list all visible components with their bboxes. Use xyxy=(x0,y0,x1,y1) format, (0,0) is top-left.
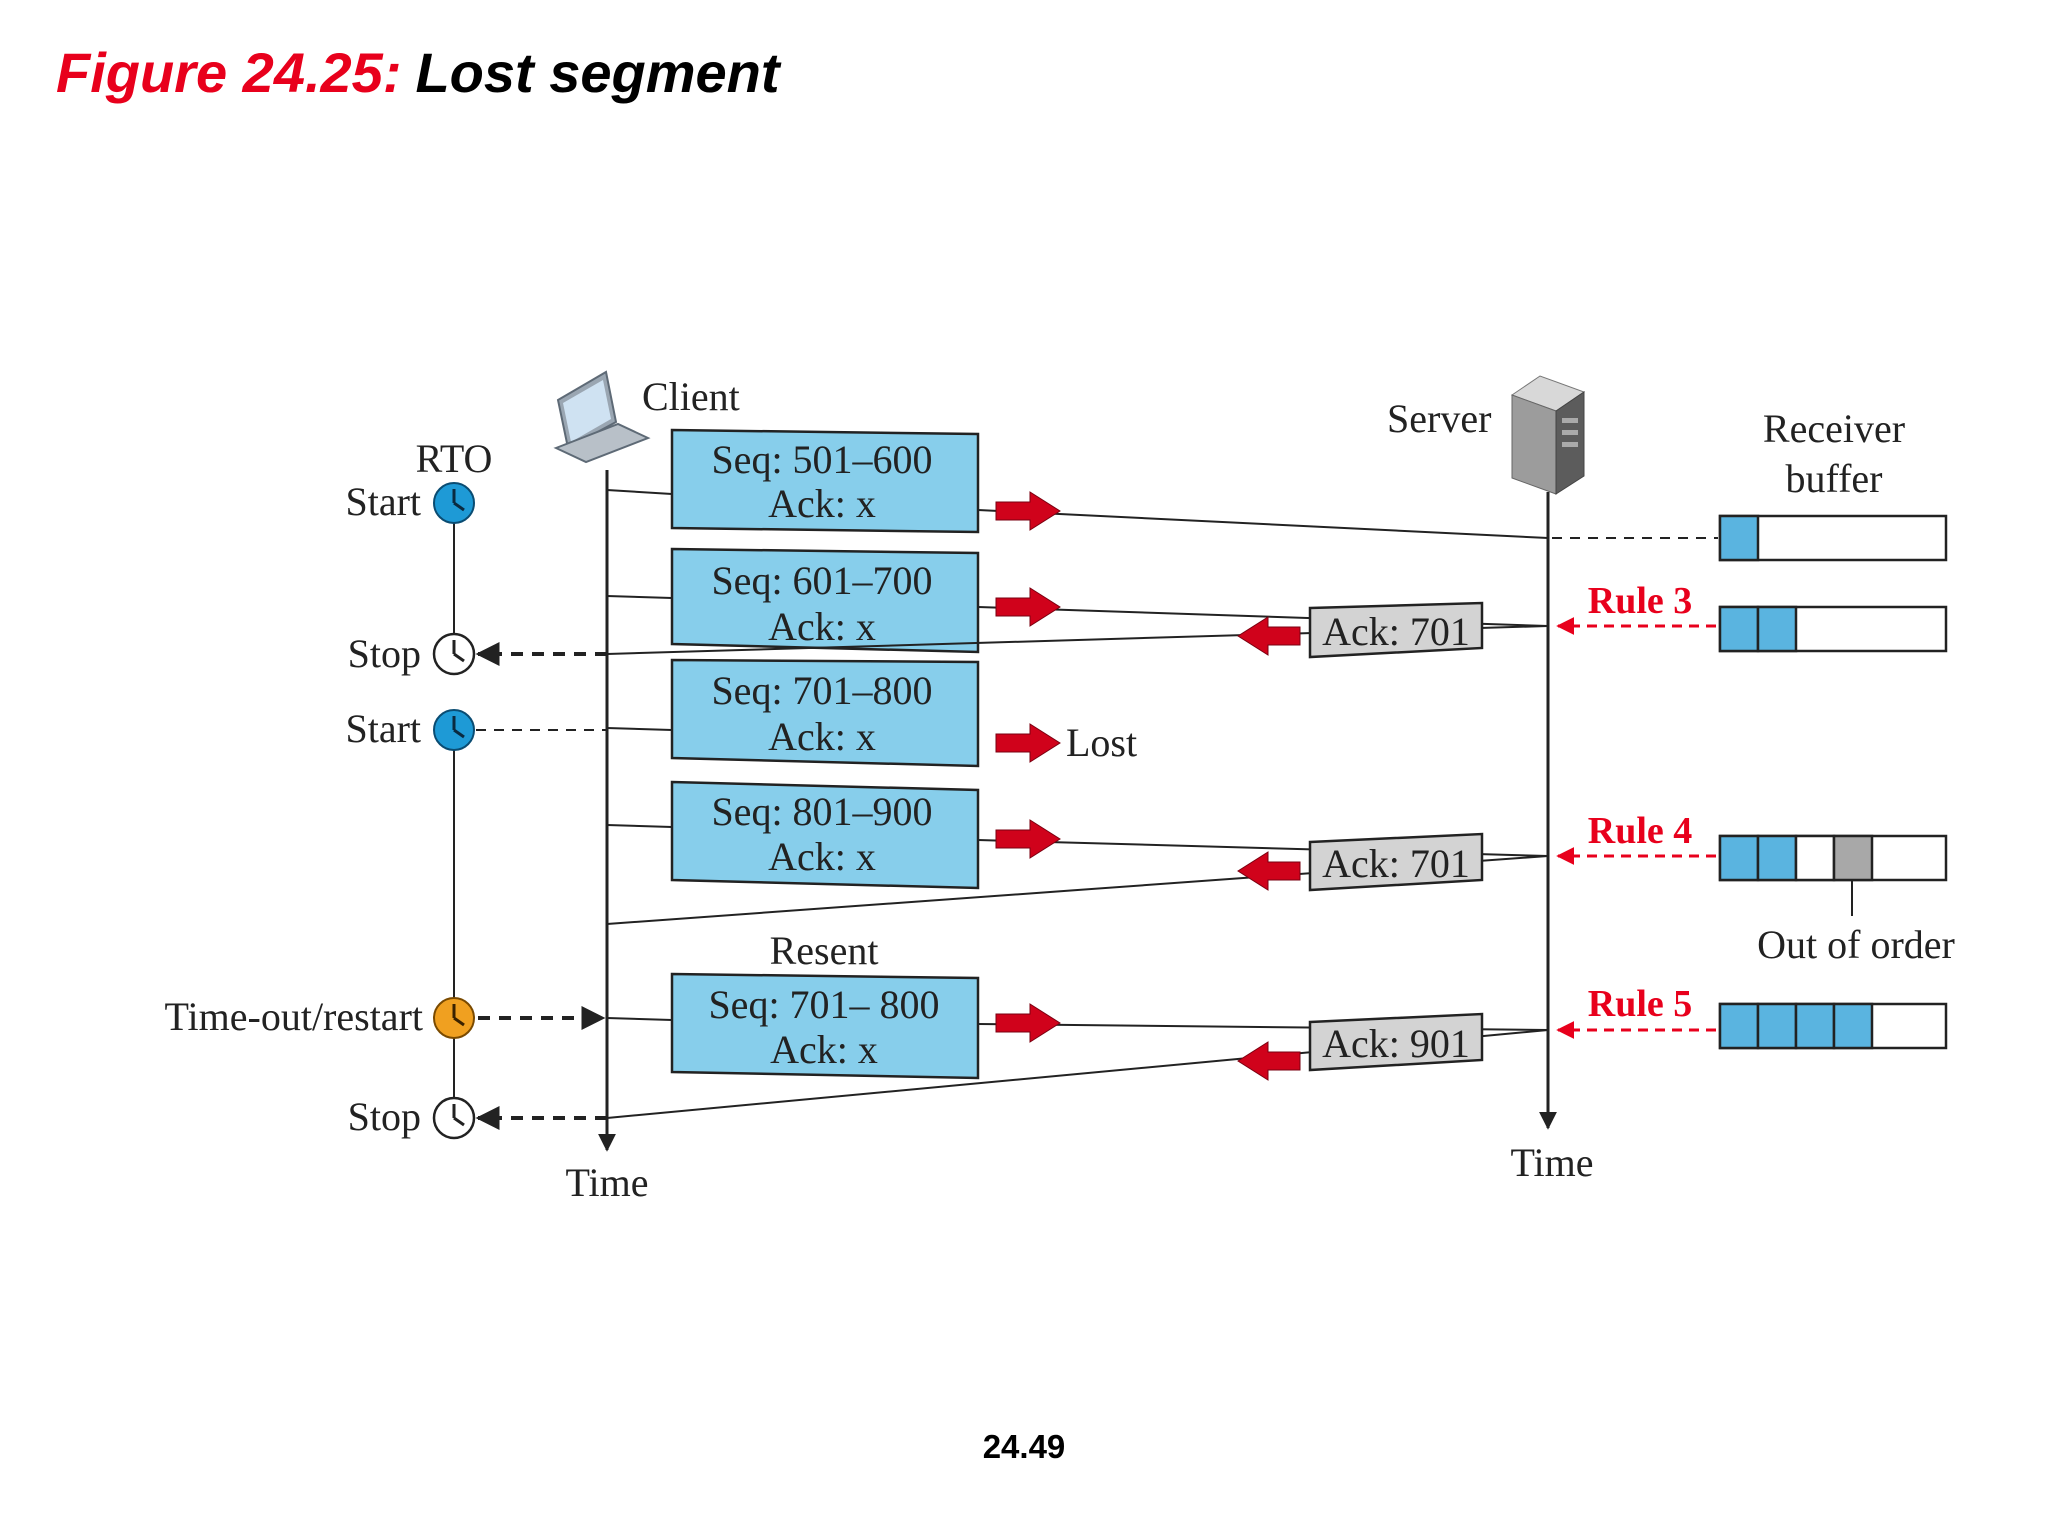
red-arrow-icon xyxy=(995,819,1061,859)
red-arrow-icon xyxy=(1237,1041,1301,1081)
figure-number: Figure 24.25: xyxy=(56,41,402,104)
clock-icon xyxy=(433,482,475,524)
server-tower-icon xyxy=(1510,375,1586,495)
receiver-buffer-2 xyxy=(1718,605,1948,653)
receiver-buffer-1 xyxy=(1718,514,1948,562)
ack-1-label: Ack: 701 xyxy=(1322,609,1470,654)
segment-5-box xyxy=(670,972,980,1080)
clock-icon xyxy=(433,709,475,751)
figure-name: Lost segment xyxy=(415,41,780,104)
segment-3-box xyxy=(670,658,980,768)
figure-title: Figure 24.25:Lost segment xyxy=(56,40,780,105)
rto-label: RTO xyxy=(416,436,493,481)
segment-4-box xyxy=(670,780,980,890)
ack-1-box xyxy=(1308,601,1484,659)
segment-5-seq: Seq: 701– 800 xyxy=(708,982,939,1027)
red-arrow-icon xyxy=(1237,851,1301,891)
timer-start-1-label: Start xyxy=(345,479,421,524)
client-time-label: Time xyxy=(565,1160,648,1205)
red-arrow-icon xyxy=(995,491,1061,531)
segment-2-stub xyxy=(606,595,673,599)
segment-1-path xyxy=(977,509,1549,539)
timer-stop-2-label: Stop xyxy=(348,1094,421,1139)
segment-3-ack: Ack: x xyxy=(768,714,876,759)
segment-4-ack: Ack: x xyxy=(768,834,876,879)
resent-label: Resent xyxy=(770,928,879,973)
server-label: Server xyxy=(1387,396,1491,441)
ack-2-label: Ack: 701 xyxy=(1322,841,1470,886)
server-time-label: Time xyxy=(1510,1140,1593,1185)
timer-stop-1-label: Stop xyxy=(348,631,421,676)
red-arrow-icon xyxy=(995,723,1061,763)
segment-1-stub xyxy=(606,489,673,495)
segment-5-stub xyxy=(606,1017,673,1021)
segment-2-box xyxy=(670,547,980,654)
segment-2-seq: Seq: 601–700 xyxy=(711,558,932,603)
segment-4-seq: Seq: 801–900 xyxy=(711,789,932,834)
ack-3-label: Ack: 901 xyxy=(1322,1021,1470,1066)
segment-2-ack: Ack: x xyxy=(768,604,876,649)
timer-timeout-label: Time-out/restart xyxy=(165,994,424,1039)
segment-5-ack: Ack: x xyxy=(770,1027,878,1072)
segment-1-seq: Seq: 501–600 xyxy=(711,437,932,482)
clock-icon xyxy=(432,1096,476,1140)
receiver-buffer-label-line2: buffer xyxy=(1786,456,1883,501)
red-arrow-icon xyxy=(995,587,1061,627)
segment-4-stub xyxy=(606,824,673,828)
receiver-buffer-4 xyxy=(1718,1002,1948,1050)
client-label: Client xyxy=(642,374,740,419)
page-number: 24.49 xyxy=(982,1428,1066,1465)
out-of-order-label: Out of order xyxy=(1757,922,1955,967)
clock-icon xyxy=(433,997,475,1039)
ack-2-box xyxy=(1308,832,1484,892)
segment-1-ack: Ack: x xyxy=(768,481,876,526)
timer-start-2-label: Start xyxy=(345,706,421,751)
rule-4-label: Rule 4 xyxy=(1588,810,1693,852)
segment-3-stub xyxy=(606,727,673,731)
laptop-icon xyxy=(553,370,651,464)
red-arrow-icon xyxy=(995,1003,1061,1043)
lost-label: Lost xyxy=(1066,720,1137,765)
red-arrow-icon xyxy=(1237,616,1301,656)
receiver-buffer-label-line1: Receiver xyxy=(1763,406,1905,451)
segment-3-seq: Seq: 701–800 xyxy=(711,668,932,713)
ack-3-box xyxy=(1308,1012,1484,1072)
rule-3-label: Rule 3 xyxy=(1588,580,1693,622)
segment-1-box xyxy=(670,428,980,534)
clock-icon xyxy=(432,632,476,676)
rule-5-label: Rule 5 xyxy=(1588,983,1693,1025)
receiver-buffer-3 xyxy=(1718,834,1948,882)
